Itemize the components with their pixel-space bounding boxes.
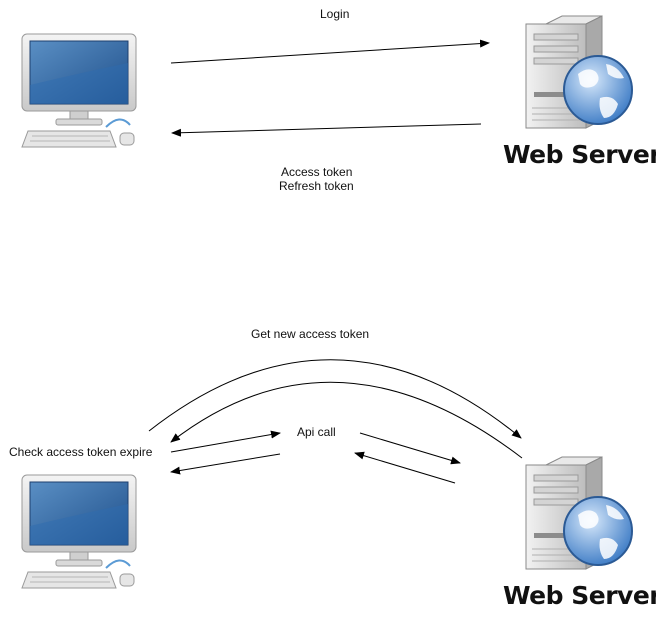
- access-token-label: Access token: [281, 165, 353, 179]
- server-label: Web Server: [503, 140, 656, 169]
- tokens-arrow: [171, 123, 482, 137]
- api-call-label: Api call: [297, 425, 336, 439]
- web-server-icon: [520, 14, 638, 140]
- login-arrow: [170, 39, 490, 64]
- refresh-token-label: Refresh token: [279, 179, 354, 193]
- api-call-out-arrow: [170, 430, 281, 453]
- login-label: Login: [320, 7, 350, 21]
- api-response-arrow: [354, 451, 456, 484]
- api-call-in-arrow: [170, 453, 281, 475]
- check-expire-label: Check access token expire: [9, 445, 153, 459]
- server-label: Web Server: [503, 581, 656, 610]
- refresh-response-arc: [170, 381, 523, 459]
- api-request-arrow: [359, 432, 461, 465]
- get-new-token-label: Get new access token: [251, 327, 370, 341]
- desktop-computer-icon: [20, 474, 142, 594]
- refresh-request-arc: [148, 359, 522, 439]
- web-server-icon: [520, 455, 638, 581]
- desktop-computer-icon: [20, 33, 142, 153]
